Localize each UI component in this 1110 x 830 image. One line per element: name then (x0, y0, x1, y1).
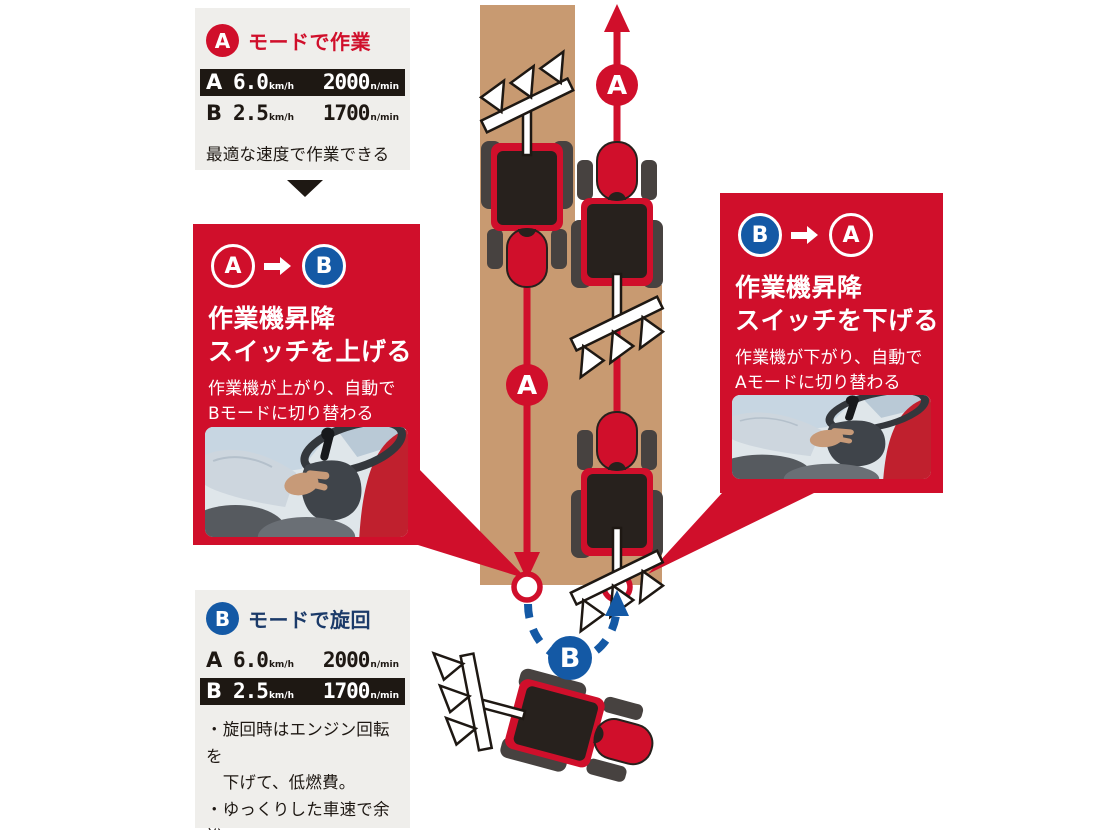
row-a-speed: 6.0 (233, 70, 269, 94)
mode-b-circle: B (738, 213, 782, 257)
display-row-b: B 2.5 km/h 1700 n/min (200, 100, 405, 127)
speed-display: A 6.0 km/h 2000 n/min B 2.5 km/h 1700 n/… (200, 647, 405, 705)
panel-b-title: モードで旋回 (248, 608, 371, 632)
badge-a-outbound (506, 364, 548, 406)
row-a-label: A (206, 648, 223, 672)
speed-display: A 6.0 km/h 2000 n/min B 2.5 km/h 1700 n/… (200, 69, 405, 127)
row-a-rpm-unit: n/min (370, 660, 399, 670)
badge-a-return (596, 64, 638, 106)
panel-a-header: A モードで作業 (195, 8, 410, 63)
row-b-speed: 2.5 (233, 101, 269, 125)
a-mode-badge: A (206, 24, 239, 57)
pointer-wedge-right (648, 493, 814, 574)
badge-a-return-label: A (607, 71, 627, 101)
pointer-wedge-left (418, 468, 527, 579)
up-arrowhead (604, 4, 630, 32)
row-a-speed: 6.0 (233, 648, 269, 672)
display-row-a: A 6.0 km/h 2000 n/min (200, 69, 405, 96)
panel-a-caption: 最適な速度で作業できる (206, 145, 390, 164)
note-line: ・旋回時はエンジン回転を (206, 720, 390, 766)
panel-b-mode-turn: B モードで旋回 A 6.0 km/h 2000 n/min B 2.5 km/… (195, 590, 410, 830)
b-mode-badge: B (206, 602, 239, 635)
panel-a-mode-work: A モードで作業 A 6.0 km/h 2000 n/min B 2.5 km/… (195, 8, 410, 170)
turn-start-marker (511, 571, 543, 603)
row-b-rpm: 1700 (322, 101, 371, 125)
photo-lever-down (732, 395, 931, 479)
row-b-speed: 2.5 (233, 679, 269, 703)
row-a-rpm-unit: n/min (370, 82, 399, 92)
row-b-label: B (206, 101, 223, 125)
raise-desc: 作業機が上がり、自動で Bモードに切り替わる (208, 379, 396, 424)
badge-b-turn (548, 636, 592, 680)
panel-raise-switch: A B 作業機昇降 スイッチを上げる 作業機が上がり、自動で Bモードに切り替わ… (193, 224, 420, 545)
mode-a-circle: A (829, 213, 873, 257)
row-b-label: B (206, 679, 223, 703)
badge-b-turn-label: B (560, 643, 581, 674)
down-arrowhead (514, 552, 540, 580)
tractor-turning (408, 635, 665, 795)
mode-b-circle: B (302, 244, 346, 288)
row-a-rpm: 2000 (322, 70, 371, 94)
display-row-a: A 6.0 km/h 2000 n/min (200, 647, 405, 674)
row-b-rpm-unit: n/min (370, 113, 399, 123)
arrow-right-icon (791, 226, 818, 244)
row-b-rpm-unit: n/min (370, 691, 399, 701)
row-a-label: A (206, 70, 223, 94)
photo-lever-up (205, 427, 408, 537)
panel-lower-switch: B A 作業機昇降 スイッチを下げる 作業機が下がり、自動で Aモードに切り替わ… (720, 193, 943, 493)
row-a-rpm: 2000 (322, 648, 371, 672)
lower-title: 作業機昇降 スイッチを下げる (735, 273, 940, 335)
row-b-rpm: 1700 (322, 679, 371, 703)
panel-b-notes: ・旋回時はエンジン回転を 下げて、低燃費。 ・ゆっくりした車速で余裕 をもって旋… (195, 709, 410, 830)
panel-b-header: B モードで旋回 (195, 590, 410, 641)
row-b-speed-unit: km/h (268, 113, 294, 123)
turn-arrowhead (605, 590, 629, 616)
badge-a-outbound-label: A (517, 371, 537, 401)
mode-transition-a-to-b: A B (193, 224, 420, 288)
mode-transition-b-to-a: B A (720, 193, 943, 257)
display-row-b: B 2.5 km/h 1700 n/min (200, 678, 405, 705)
note-line: ・ゆっくりした車速で余裕 (206, 800, 390, 830)
route-b-turn: B (524, 590, 629, 680)
row-a-speed-unit: km/h (268, 660, 294, 670)
lower-desc: 作業機が下がり、自動で Aモードに切り替わる (735, 348, 923, 393)
mode-a-circle: A (211, 244, 255, 288)
panel-a-title: モードで作業 (248, 30, 371, 54)
note-line: 下げて、低燃費。 (206, 773, 356, 793)
raise-title: 作業機昇降 スイッチを上げる (208, 304, 413, 366)
down-arrow-icon (287, 180, 323, 197)
route-a-down: A (506, 260, 548, 580)
row-a-speed-unit: km/h (268, 82, 294, 92)
arrow-right-icon (264, 257, 291, 275)
row-b-speed-unit: km/h (268, 691, 294, 701)
